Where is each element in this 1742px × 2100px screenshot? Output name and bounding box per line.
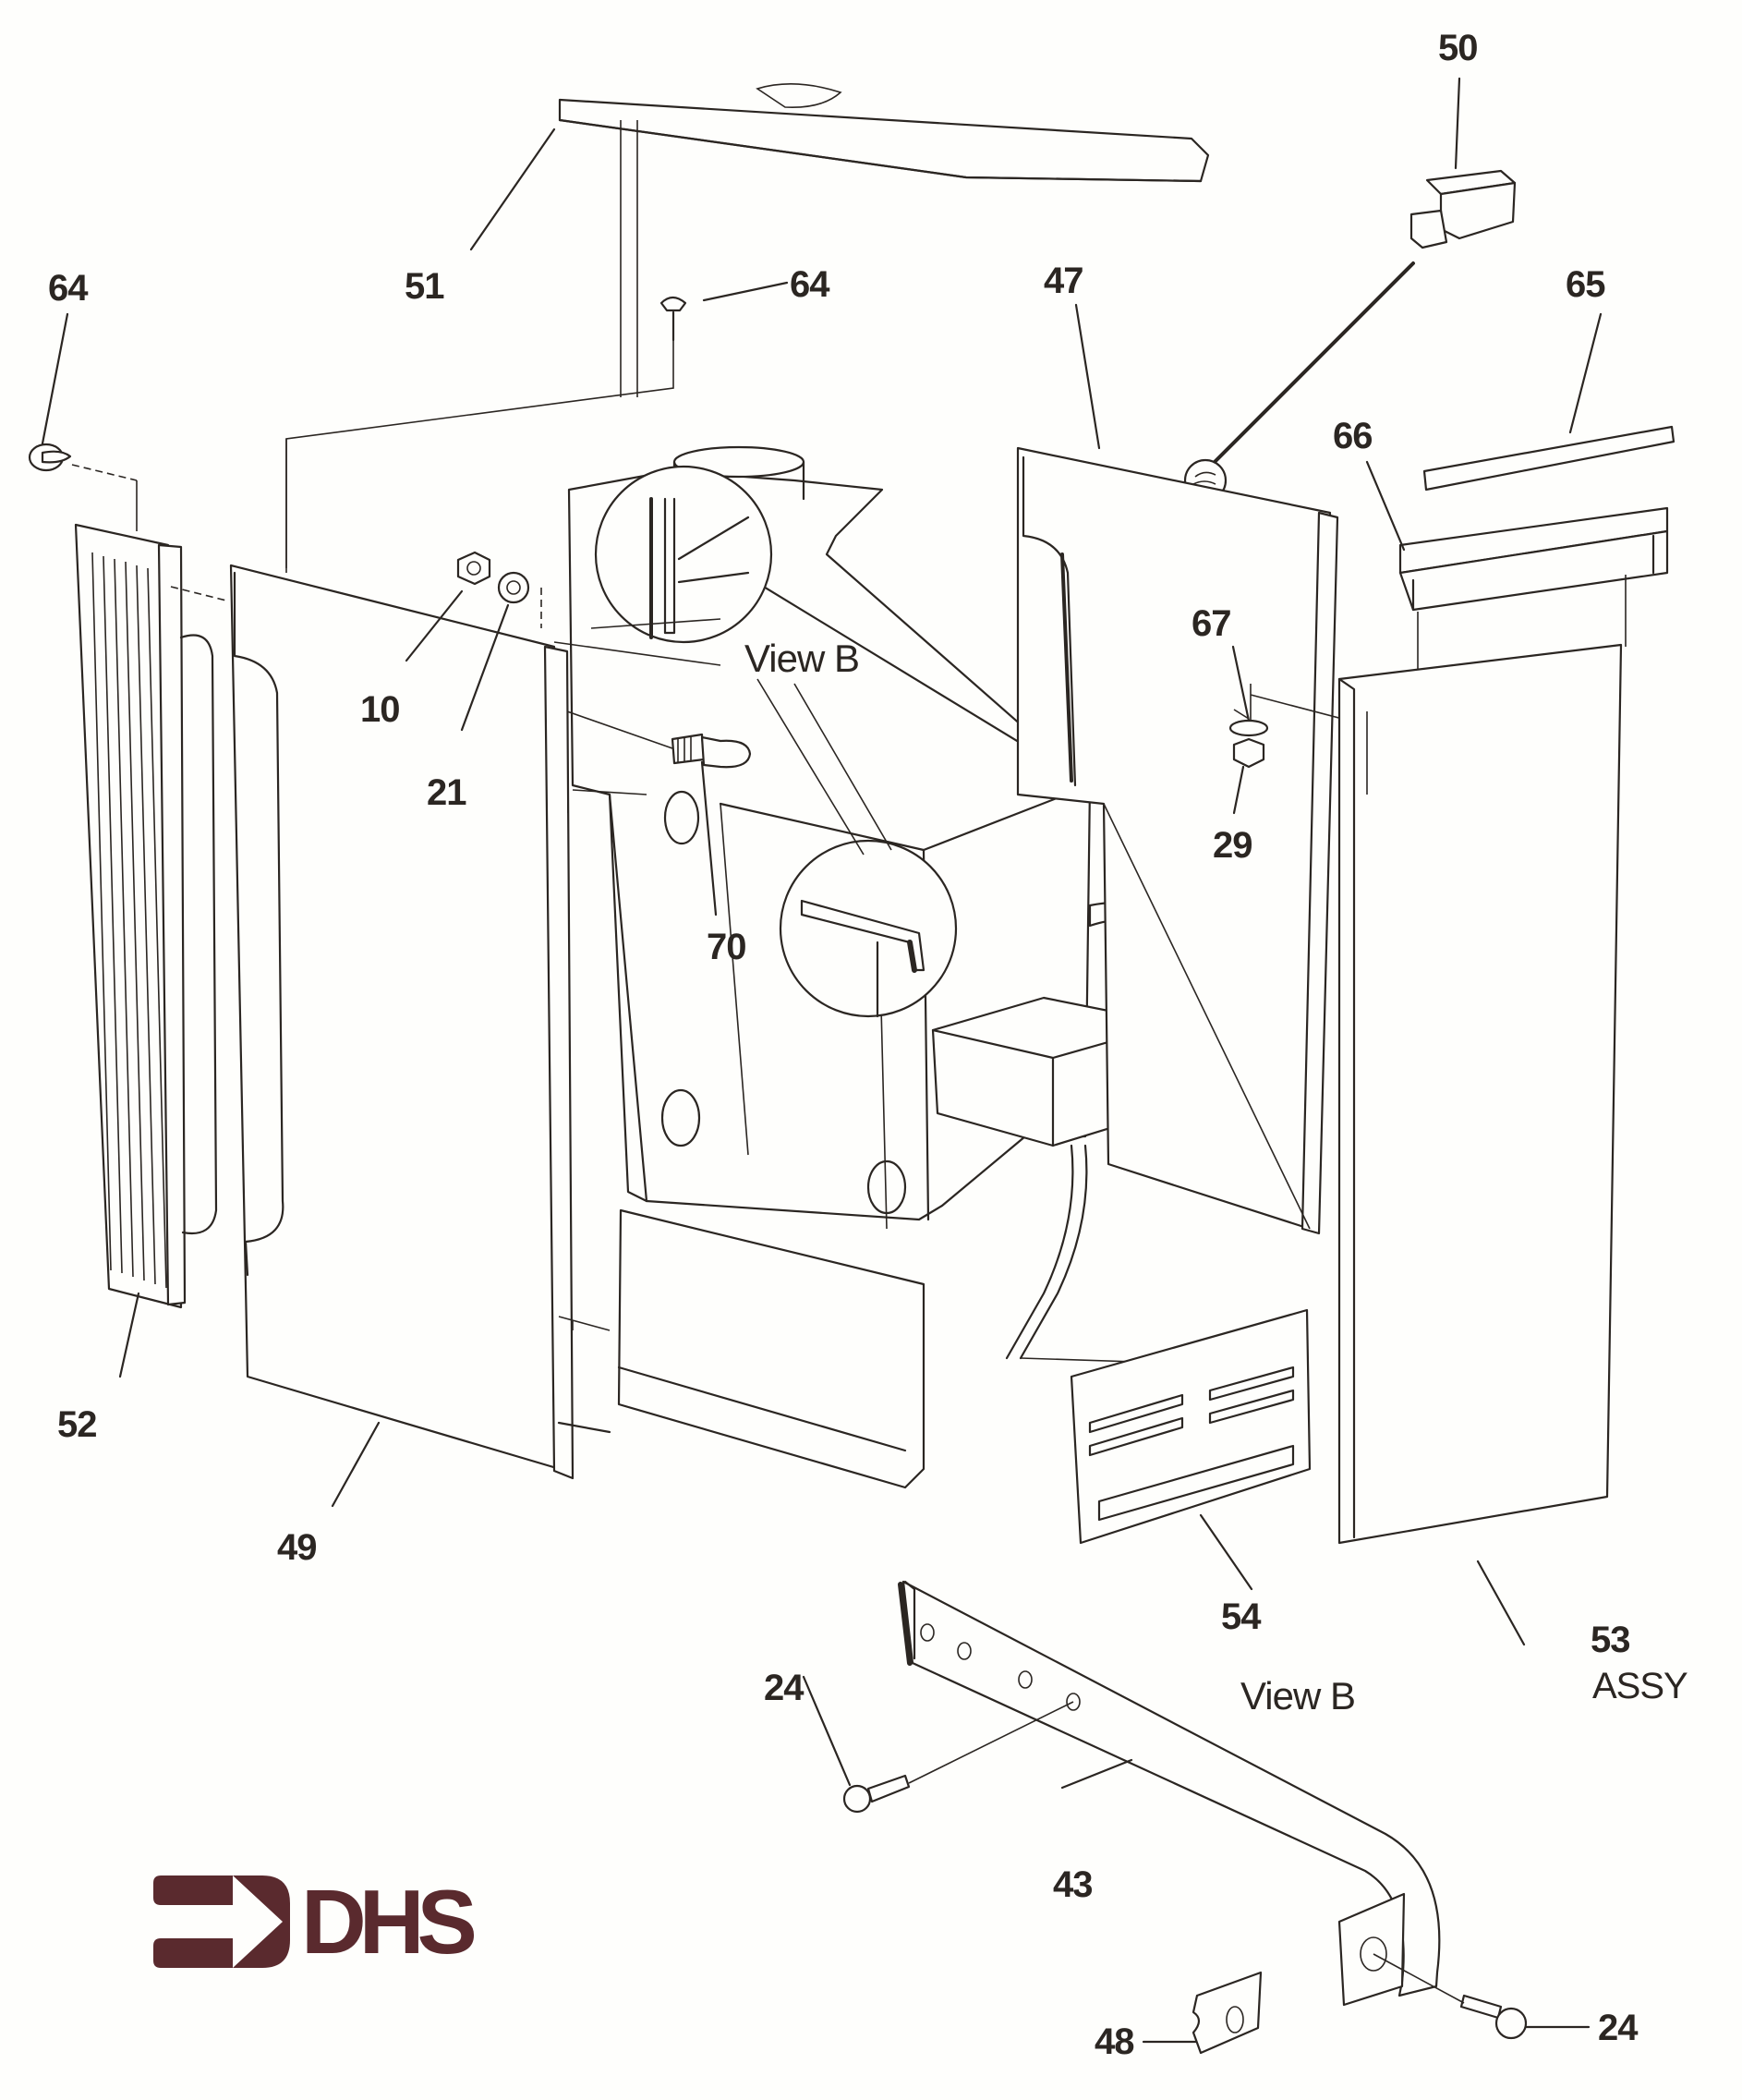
callout-52: 52 [57,1404,97,1445]
leader-lines [41,77,1603,2044]
callout-66: 66 [1333,416,1373,456]
callout-53-assy: ASSY [1592,1666,1688,1706]
part-right-side-panel [1016,446,1339,1235]
view-b-detail-lower [756,678,958,1018]
part-top-panel [558,83,1210,397]
callout-47: 47 [1044,261,1083,301]
part-support-strap [898,1580,1441,2007]
part-washer-67 [1228,684,1368,737]
callout-70: 70 [707,927,746,967]
callout-65: 65 [1566,264,1605,305]
dhs-logo: DHS [153,1875,495,1968]
part-spring-nut [1192,1971,1263,2055]
part-washer-21 [460,571,542,732]
part-front-door [1337,643,1623,1545]
callout-24-left: 24 [764,1668,804,1708]
callout-64-top: 64 [790,264,829,305]
callout-24-right: 24 [1598,2008,1638,2048]
view-b-detail-upper [553,465,773,666]
callout-49: 49 [277,1527,317,1568]
callout-43: 43 [1053,1864,1093,1905]
part-screw-right [1373,1953,1528,2040]
callout-53: 53 [1591,1620,1630,1660]
part-boiler-body [557,445,1175,1489]
callout-48: 48 [1095,2021,1134,2062]
callout-50: 50 [1438,28,1478,68]
part-louvred-grille [74,523,218,1309]
callout-21: 21 [427,772,466,813]
view-b-label-lower: View B [1240,1674,1356,1718]
part-trim-strip [1422,425,1675,492]
part-screw-left [842,1701,1074,1814]
callout-67: 67 [1192,603,1231,644]
part-channel-bracket [1398,506,1669,674]
arrow-logo-icon [153,1875,290,1968]
callout-51: 51 [405,266,444,307]
callout-10: 10 [360,689,400,730]
logo-text: DHS [301,1871,478,1973]
callout-54: 54 [1221,1596,1261,1637]
view-b-label-upper: View B [744,637,860,680]
part-push-fastener-left [28,443,138,531]
callout-29: 29 [1213,825,1252,866]
callout-64-left: 64 [48,268,88,309]
part-nut-29 [1232,737,1265,815]
part-stud-70 [566,710,752,916]
part-lower-grille [1070,1308,1312,1545]
part-nut-10 [405,551,491,662]
part-left-side-panel [170,439,575,1480]
